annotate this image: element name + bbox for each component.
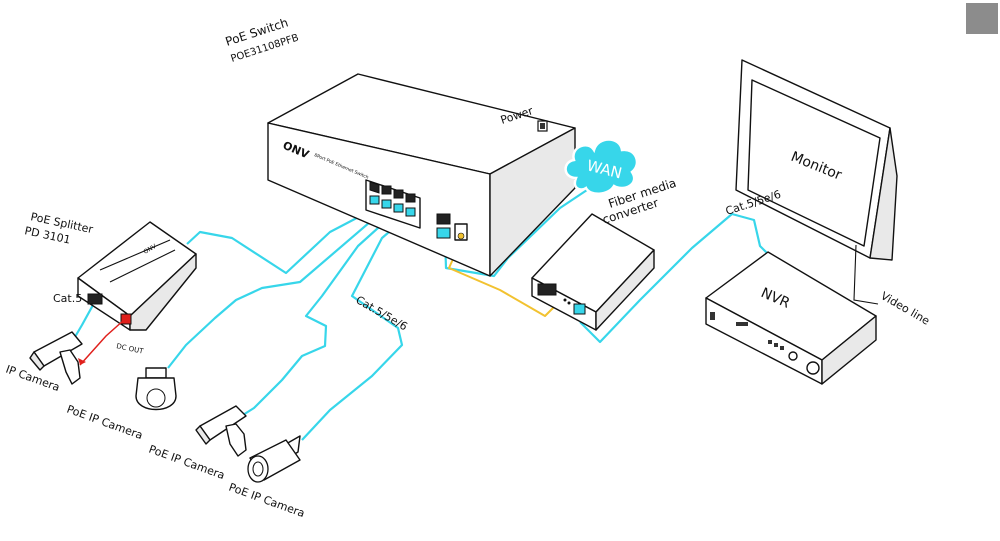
poe-camera-2-label: PoE IP Camera — [147, 443, 227, 483]
ip-camera-label: IP Camera — [4, 363, 62, 395]
switch-port-3[interactable] — [393, 189, 404, 199]
corner-box — [966, 3, 998, 34]
switch-port-1[interactable] — [369, 181, 380, 194]
poe-switch[interactable]: ONV 8Port PoE Ethernet Switch — [267, 73, 576, 277]
switch-ethernet-ports — [369, 181, 416, 217]
splitter-dc-out-port[interactable] — [120, 313, 132, 325]
video-line-label: Video line — [879, 289, 933, 327]
switch-sfp-indicator — [457, 232, 465, 240]
switch-uplink-port-2[interactable] — [436, 227, 451, 239]
monitor-icon[interactable]: Monitor — [735, 59, 898, 305]
ptz-dome-camera-icon[interactable] — [135, 367, 177, 411]
switch-port-6[interactable] — [381, 199, 392, 209]
switch-port-8[interactable] — [405, 207, 416, 217]
cable-switch-to-bullet-camera — [301, 213, 411, 441]
dc-out-label: DC OUT — [116, 342, 145, 356]
splitter-ethernet-port[interactable] — [87, 293, 103, 305]
cable-switch-to-splitter — [186, 209, 373, 275]
cat5-label: Cat.5 — [53, 292, 82, 305]
cable-switch-to-ptz-camera — [167, 209, 385, 369]
poe-camera-3-label: PoE IP Camera — [227, 481, 307, 521]
box-camera-icon-2[interactable] — [195, 405, 247, 457]
switch-port-7[interactable] — [393, 203, 404, 213]
ethernet-cables — [71, 187, 773, 441]
poe-splitter[interactable]: ONV — [77, 221, 197, 331]
switch-port-5[interactable] — [369, 195, 380, 205]
box-camera-icon[interactable] — [29, 331, 83, 385]
dc-out-power-line — [79, 319, 125, 366]
cable-fiber-converter-to-nvr — [579, 212, 773, 344]
switch-port-2[interactable] — [381, 185, 392, 195]
switch-port-4[interactable] — [405, 193, 416, 203]
converter-ethernet-port[interactable] — [573, 303, 586, 315]
wan-cloud-icon[interactable]: WAN — [564, 138, 639, 195]
bullet-camera-icon[interactable] — [247, 435, 301, 483]
nvr-icon[interactable]: NVR — [705, 251, 877, 385]
converter-fiber-port[interactable] — [537, 283, 557, 296]
dc-out-arrow — [78, 358, 86, 365]
cable-label-center: Cat.5/5e/6 — [354, 293, 410, 333]
fiber-media-converter[interactable] — [531, 213, 655, 331]
cable-switch-to-box-camera — [234, 209, 399, 421]
poe-camera-1-label: PoE IP Camera — [65, 403, 145, 443]
cable-switch-to-fiber-converter — [443, 187, 591, 278]
power-plug-icon — [537, 120, 548, 132]
switch-uplink-port-1[interactable] — [436, 213, 451, 225]
